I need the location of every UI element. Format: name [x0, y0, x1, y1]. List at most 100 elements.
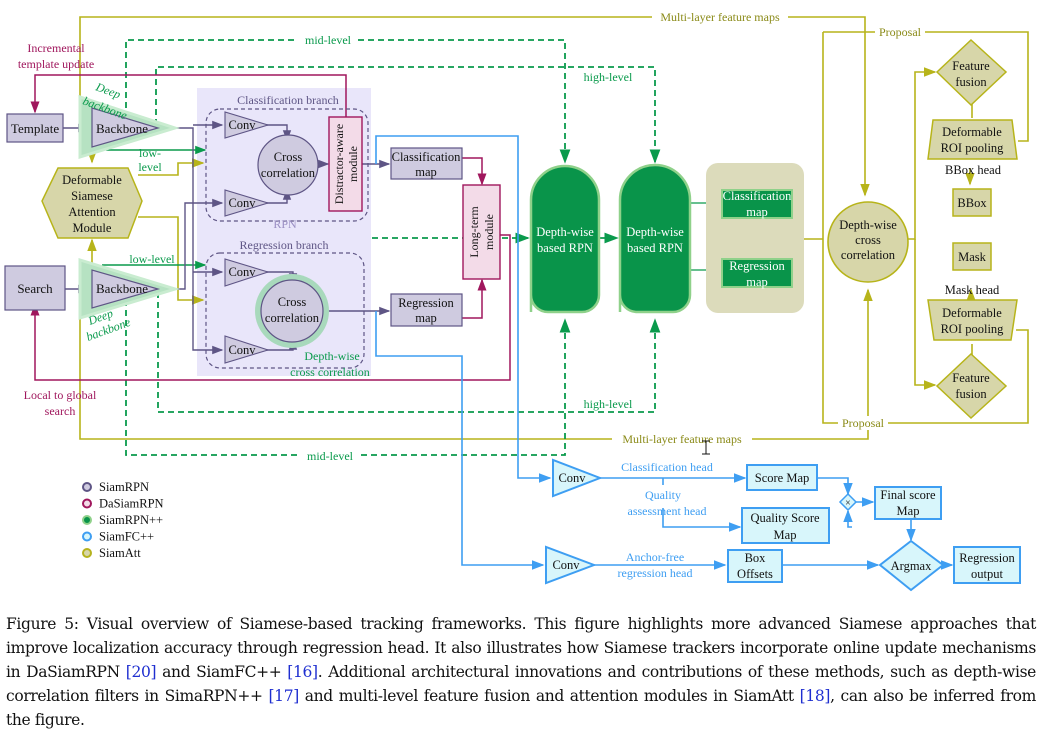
classification-branch-label: Classification branch: [237, 93, 339, 107]
template-node: Template: [6, 113, 64, 143]
citation-link[interactable]: [16]: [287, 663, 318, 681]
svg-text:Siamese: Siamese: [71, 189, 113, 203]
svg-text:Template: Template: [11, 121, 59, 136]
final-score-map-node: Final score Map: [874, 486, 942, 520]
depthwise-cc-label: cross correlation: [290, 365, 370, 379]
svg-text:Regression: Regression: [959, 551, 1015, 565]
svg-text:Mask: Mask: [958, 250, 987, 264]
legend-label: DaSiamRPN: [99, 497, 164, 511]
svg-text:Backbone: Backbone: [96, 121, 148, 136]
svg-text:cross: cross: [855, 233, 881, 247]
anchor-free-head-label: regression head: [618, 566, 693, 580]
svg-text:Final score: Final score: [880, 488, 936, 502]
svg-text:correlation: correlation: [261, 166, 316, 180]
figure-caption: Figure 5: Visual overview of Siamese-bas…: [6, 612, 1036, 732]
conv-block: Conv: [224, 189, 270, 217]
proposal-label: Proposal: [842, 416, 885, 430]
depthwise-rpn-node-2: Depth-wise based RPN: [618, 163, 692, 314]
backbone-bottom: Backbone: [78, 257, 181, 321]
distractor-aware-module: Distractor-aware module: [328, 116, 363, 212]
classification-branch-box: [205, 108, 369, 222]
svg-text:Feature: Feature: [952, 371, 990, 385]
svg-text:Depth-wise: Depth-wise: [536, 225, 594, 239]
quality-score-map-node: Quality Score Map: [741, 507, 830, 544]
conv-block: Conv: [224, 111, 270, 139]
svg-text:Classification: Classification: [723, 189, 792, 203]
svg-text:Long-term: Long-term: [467, 206, 481, 258]
rpn-label: RPN: [273, 217, 297, 231]
svg-text:Box: Box: [745, 551, 767, 565]
caption-text: . Additional architectural innovations a…: [6, 663, 1036, 705]
caption-text: Figure 5: Visual overview of Siamese-bas…: [6, 615, 1036, 681]
long-term-module: Long-term module: [462, 184, 501, 280]
svg-text:ROI pooling: ROI pooling: [941, 322, 1005, 336]
svg-text:fusion: fusion: [955, 387, 987, 401]
legend: SiamRPN DaSiamRPN SiamRPN++ SiamFC++ SiamAtt: [82, 480, 164, 560]
legend-marker-icon: [82, 482, 92, 492]
citation-link[interactable]: [18]: [799, 687, 831, 705]
legend-item: SiamRPN: [82, 480, 149, 494]
depthwise-cross-correlation-siamatt: Depth-wise cross correlation: [827, 201, 909, 283]
classification-map-node: Classification map: [390, 147, 463, 180]
conv-block: Conv: [224, 335, 270, 364]
legend-item: SiamAtt: [82, 546, 141, 560]
legend-label: SiamRPN++: [99, 513, 163, 527]
multi-layer-feature-maps-label: Multi-layer feature maps: [622, 432, 742, 446]
low-level-label: level: [138, 160, 162, 174]
siamfcpp-paths: [375, 135, 954, 570]
text-cursor-icon: [702, 440, 710, 455]
svg-text:module: module: [346, 146, 360, 182]
multi-layer-feature-maps-label: Multi-layer feature maps: [660, 10, 780, 24]
feature-fusion-bottom: Feature fusion: [935, 352, 1008, 420]
svg-text:Depth-wise: Depth-wise: [839, 218, 897, 232]
low-level-label: low-level: [129, 252, 175, 266]
regression-branch-box: [205, 252, 365, 369]
svg-text:Quality Score: Quality Score: [750, 511, 820, 525]
svg-text:Conv: Conv: [228, 196, 256, 210]
legend-item: DaSiamRPN: [82, 497, 164, 511]
high-level-label: high-level: [584, 397, 633, 411]
svg-text:Map: Map: [774, 528, 797, 542]
legend-label: SiamRPN: [99, 480, 149, 494]
mid-level-label: mid-level: [305, 33, 352, 47]
dasiamrpn-paths: [30, 74, 511, 381]
anchor-free-head-label: Anchor-free: [626, 550, 684, 564]
svg-text:map: map: [415, 165, 437, 179]
caption-text: and multi-level feature fusion and atten…: [298, 687, 800, 705]
svg-text:output: output: [971, 567, 1003, 581]
mask-head-label: Mask head: [945, 283, 1000, 297]
backbone-top: Backbone: [78, 94, 180, 160]
citation-link[interactable]: [20]: [125, 663, 157, 681]
svg-text:ROI pooling: ROI pooling: [941, 141, 1005, 155]
citation-link[interactable]: [17]: [268, 687, 299, 705]
svg-text:Cross: Cross: [278, 295, 307, 309]
svg-text:Attention: Attention: [68, 205, 116, 219]
mid-level-label: mid-level: [307, 449, 354, 463]
search-node: Search: [4, 265, 66, 311]
svg-text:Conv: Conv: [552, 558, 580, 572]
legend-item: SiamFC++: [82, 530, 154, 544]
svg-text:Regression: Regression: [398, 296, 454, 310]
caption-text: and SiamFC++: [156, 663, 288, 681]
conv-block: Conv: [224, 258, 270, 287]
legend-marker-icon: [82, 498, 92, 509]
svg-text:×: ×: [845, 498, 851, 509]
cross-correlation-node: Cross correlation: [257, 134, 319, 196]
svg-text:Classification: Classification: [392, 150, 461, 164]
svg-text:based RPN: based RPN: [537, 241, 593, 255]
depthwise-rpn-node-1: Depth-wise based RPN: [529, 164, 601, 314]
high-level-label: high-level: [584, 70, 633, 84]
svg-text:Module: Module: [73, 221, 112, 235]
svg-text:based RPN: based RPN: [627, 241, 683, 255]
quality-head-label: Quality: [645, 488, 681, 502]
deformable-siamese-attention-module: Deformable Siamese Attention Module: [41, 167, 143, 239]
conv-block-regression: Conv: [545, 545, 597, 585]
svg-text:correlation: correlation: [841, 248, 896, 262]
svg-text:correlation: correlation: [265, 311, 320, 325]
svg-text:BBox: BBox: [957, 196, 987, 210]
siamese-framework-diagram: Multi-layer feature maps Multi-layer fea…: [4, 9, 1029, 592]
box-offsets-node: Box Offsets: [727, 549, 783, 583]
conv-block-classification: Conv: [552, 458, 603, 498]
legend-label: SiamFC++: [99, 530, 154, 544]
regression-map-node: Regression map: [390, 293, 463, 327]
